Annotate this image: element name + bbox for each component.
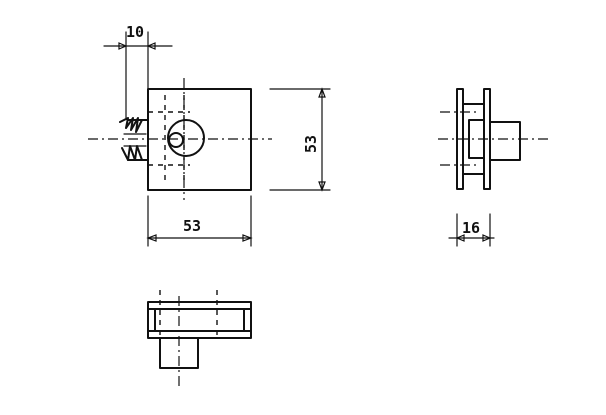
- dimension-width-label: 53: [183, 217, 201, 235]
- side-view-hub: [489, 121, 521, 161]
- dimension-side-thickness-label: 16: [462, 219, 480, 237]
- front-view: [88, 78, 272, 200]
- front-view-cam-circle: [168, 132, 184, 148]
- threaded-stud: [119, 117, 149, 161]
- side-view: [438, 88, 548, 190]
- dimension-offset-top-label: 10: [126, 23, 144, 41]
- top-view: [147, 290, 252, 388]
- dimension-width: 53: [146, 195, 253, 247]
- top-view-body: [147, 301, 252, 339]
- dimension-side-thickness: 16: [448, 213, 495, 247]
- dimension-height: 53: [269, 87, 331, 192]
- dimension-height-label: 53: [302, 135, 320, 153]
- front-view-bore-circle: [167, 119, 205, 157]
- dimension-offset-top: 10: [103, 23, 173, 119]
